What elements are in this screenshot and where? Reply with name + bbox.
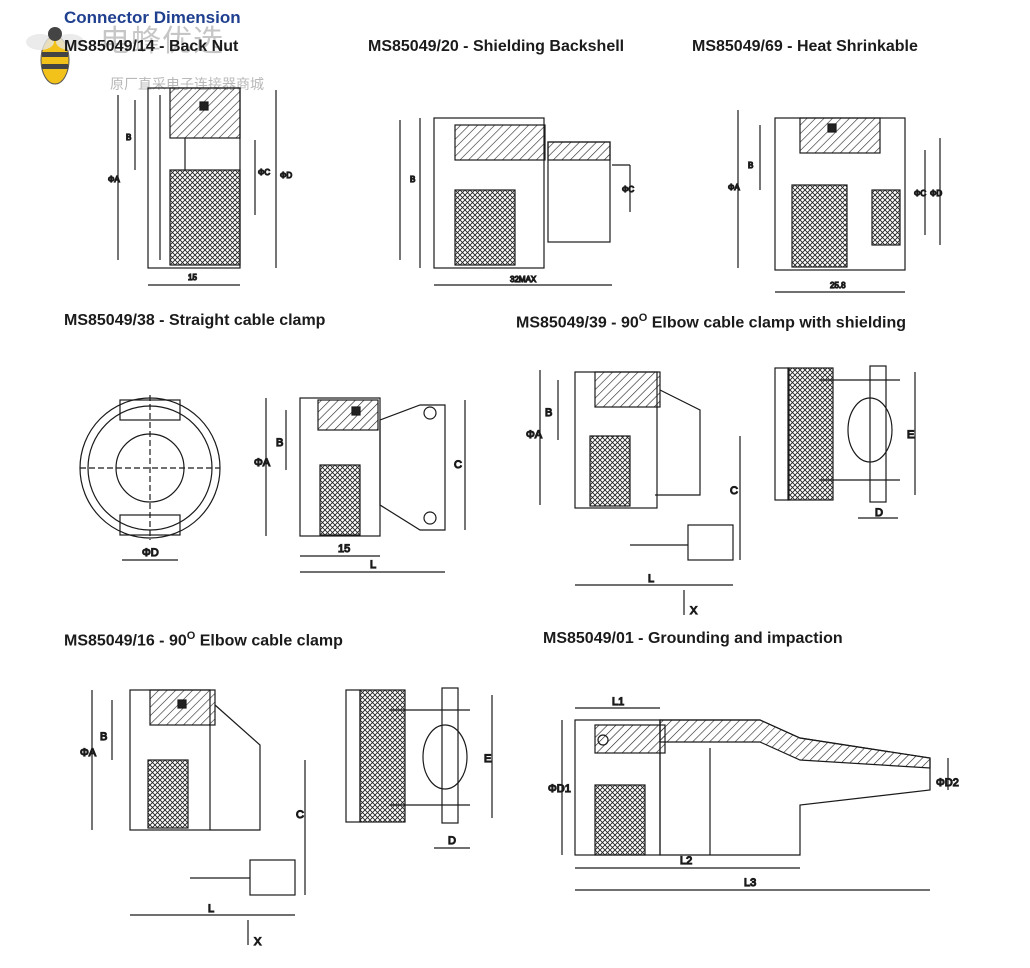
dim-phiC-label: ΦC	[258, 168, 270, 177]
title-grounding: MS85049/01 - Grounding and impaction	[543, 630, 843, 647]
drawing-elbow-shield-side	[539, 370, 741, 615]
dim-B-label: B	[126, 133, 131, 142]
dim-phiA-label: ΦA	[254, 457, 271, 469]
dim-B-label: B	[545, 407, 552, 419]
dim-phiA-label: ΦA	[526, 429, 543, 441]
title-heat-shrinkable: MS85049/69 - Heat Shrinkable	[692, 38, 918, 55]
dim-B-label: B	[748, 161, 753, 170]
drawing-grounding	[561, 707, 949, 891]
drawing-elbow-shield-top	[774, 365, 916, 519]
drawing-straight-clamp-front	[79, 395, 221, 561]
dim-D-label: D	[448, 835, 456, 847]
dim-L1-label: L1	[612, 696, 624, 708]
dim-phiD2-label: ΦD2	[936, 777, 959, 789]
watermark-text: 电蜂优选	[100, 25, 224, 58]
dim-X-label: X	[690, 605, 698, 617]
dim-X-label: X	[254, 936, 262, 948]
dim-E-label: E	[484, 753, 491, 765]
dim-B-label: B	[276, 437, 283, 449]
drawing-elbow-clamp-side	[91, 689, 306, 945]
dim-E-label: E	[907, 429, 914, 441]
title-straight-cable-clamp: MS85049/38 - Straight cable clamp	[64, 312, 326, 329]
title-elbow-cable-clamp: MS85049/16 - 90O Elbow cable clamp	[64, 630, 343, 650]
degree-sup: O	[186, 630, 196, 642]
dim-L3-label: L3	[744, 877, 756, 889]
dim-phiA-label: ΦA	[80, 747, 97, 759]
title-part: MS85049/16 - 90	[64, 632, 187, 650]
dim-32max-label: 32MAX	[510, 275, 537, 284]
dim-phiD1-label: ΦD1	[548, 783, 571, 795]
dim-B-label: B	[410, 175, 415, 184]
dim-phiA-label: ΦA	[108, 175, 120, 184]
title-part: Elbow cable clamp with shielding	[647, 314, 907, 332]
dim-L2-label: L2	[680, 855, 692, 867]
dim-L-label: L	[648, 573, 654, 585]
drawing-heat-shrinkable	[737, 110, 941, 293]
drawing-back-nut	[117, 87, 277, 286]
dim-B-label: B	[100, 731, 107, 743]
title-elbow-clamp-shielding: MS85049/39 - 90O Elbow cable clamp with …	[516, 312, 906, 332]
drawing-shielding-backshell	[399, 117, 631, 286]
title-back-nut: MS85049/14 - Back Nut	[64, 38, 239, 55]
dim-phiC-label: ΦC	[622, 185, 634, 194]
drawing-straight-clamp-side	[265, 397, 466, 573]
dim-D-label: D	[875, 507, 883, 519]
dim-phiD-label: ΦD	[280, 171, 292, 180]
dim-258-label: 25.8	[830, 281, 846, 290]
title-shielding-backshell: MS85049/20 - Shielding Backshell	[368, 38, 625, 55]
dim-phiD-label: ΦD	[930, 189, 942, 198]
dim-L-label: L	[208, 903, 214, 915]
header-title: Connector Dimension	[64, 8, 241, 27]
degree-sup: O	[638, 312, 648, 324]
dim-phiD-label: ΦD	[142, 547, 159, 559]
title-part: MS85049/39 - 90	[516, 314, 639, 332]
dim-phiC-label: ΦC	[914, 189, 926, 198]
dim-C-label: C	[730, 485, 738, 497]
dim-L-label: L	[370, 559, 376, 571]
dim-phiA-label: ΦA	[728, 183, 740, 192]
dim-15-label: 15	[188, 273, 197, 282]
dim-15-label: 15	[338, 543, 350, 555]
dim-C-label: C	[454, 459, 462, 471]
dim-C-label: C	[296, 809, 304, 821]
title-part: Elbow cable clamp	[195, 632, 343, 650]
drawing-elbow-clamp-top	[345, 687, 493, 849]
